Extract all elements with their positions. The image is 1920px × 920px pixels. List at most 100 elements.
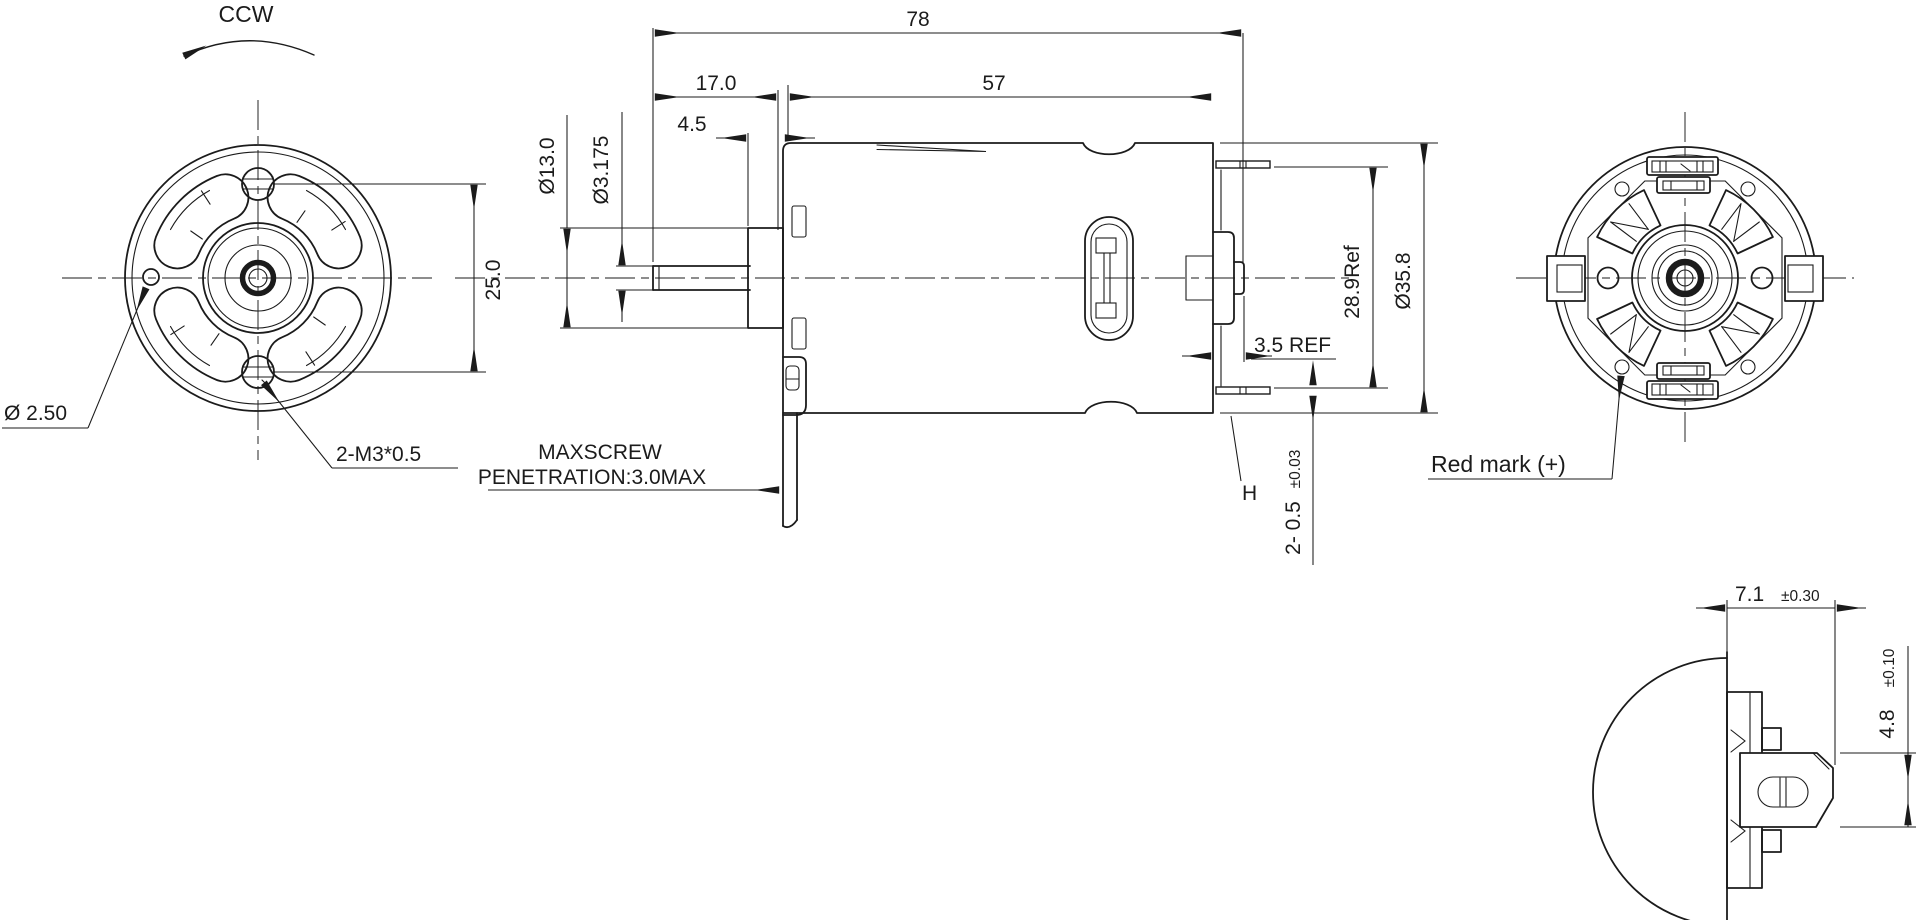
side-hole [1750, 266, 1774, 290]
dimension-terminal-height: ±0.10 4.8 [1840, 646, 1916, 828]
rear-view: Red mark (+) [1428, 112, 1854, 480]
brush-arm-line [1610, 314, 1637, 335]
vent-inner-line [1090, 223, 1128, 334]
shaft-dia-value: Ø3.175 [590, 136, 613, 205]
motor-case-outer-circle [124, 144, 392, 412]
brush-arm-line [1733, 221, 1760, 242]
dimension-terminal-length: 7.1 ±0.30 [1696, 583, 1866, 765]
overall-length-value: 78 [906, 8, 929, 31]
boss-dia-value: Ø13.0 [536, 137, 559, 194]
rear-bearing-hub [1212, 231, 1235, 325]
ccw-label: CCW [219, 1, 274, 27]
ccw-arrow-icon [182, 40, 315, 60]
rear-endcap [1185, 160, 1271, 395]
brush-arm-line [1610, 221, 1637, 242]
leader-line [87, 286, 150, 429]
leader-red-mark: Red mark (+) [1428, 375, 1625, 480]
tick-line [1680, 384, 1691, 393]
dimension-boss-length: 4.5 [677, 113, 815, 226]
vent-slot-detail [190, 230, 203, 240]
bearing-boss-step-circle [1637, 230, 1733, 326]
brush-arm-line [1610, 221, 1649, 230]
dimension-shaft-dia: Ø3.175 [590, 112, 653, 322]
side-hole [1596, 266, 1620, 290]
leader-mounting-screws: 2-M3*0.5 [260, 380, 458, 469]
card-hole [1740, 181, 1756, 197]
case-seam-line [876, 144, 987, 153]
front-vent-slots [153, 173, 363, 383]
vent-slot-detail [331, 220, 346, 231]
bearing-ring [1665, 258, 1705, 298]
vent-slot [153, 173, 250, 270]
note-line-1: MAXSCREW [538, 441, 662, 464]
case-vent-window [1084, 216, 1134, 341]
red-mark-label: Red mark (+) [1431, 451, 1566, 477]
note-line-2: PENETRATION:3.0MAX [478, 466, 706, 489]
vent-slot-detail [200, 190, 211, 205]
rear-hub-nub [1233, 261, 1245, 295]
tick-line [1680, 163, 1691, 172]
mounting-screws-label: 2-M3*0.5 [336, 443, 421, 466]
bearing-recess-circle [1651, 244, 1719, 312]
terminal-thickness-value: 2- 0.5 [1282, 501, 1305, 555]
screw-hole-profile [785, 365, 800, 391]
red-mark-hole [1614, 359, 1630, 375]
shaft-extension-value: 17.0 [696, 72, 737, 95]
dimension-boss-dia: Ø13.0 [536, 115, 748, 329]
screw-penetration-note: MAXSCREW PENETRATION:3.0MAX [478, 441, 780, 494]
brush-holder-detail [1095, 237, 1117, 254]
dimension-overall-length: 78 [652, 8, 1244, 262]
pilot-hole [142, 268, 160, 286]
vent-slot-detail [210, 333, 220, 346]
rear-vent-window [1708, 301, 1774, 367]
dimension-brush-card-dia: 28.9Ref [1274, 166, 1388, 389]
leader-line [1611, 375, 1625, 480]
bearing-boss-circle [202, 222, 314, 334]
terminal-detail-view: 7.1 ±0.30 ±0.10 4.8 [1592, 583, 1916, 920]
latch-tab [1730, 819, 1746, 843]
leader-line [1230, 415, 1242, 482]
dimension-shaft-extension: 17.0 [654, 72, 779, 230]
body-dia-value: Ø35.8 [1392, 252, 1415, 309]
card-hole [1740, 359, 1756, 375]
brush-arm-line [1628, 326, 1649, 353]
vent-slot-detail [170, 325, 185, 336]
brush-arm-line [1733, 314, 1760, 335]
motor-case-outline [782, 142, 1214, 414]
vent-slot [266, 173, 363, 270]
shaft [652, 265, 751, 291]
brush-arm-line [1721, 203, 1742, 230]
brush-arm-line [1628, 203, 1649, 230]
blade-chamfer-line [1812, 752, 1830, 770]
brush-holder-detail [1095, 302, 1117, 319]
vent-slot-inner-arc [305, 325, 347, 367]
rear-vent-windows [1596, 189, 1774, 367]
body-length-value: 57 [982, 72, 1005, 95]
vent-slot-detail [305, 351, 316, 366]
vent-slot-inner-arc [305, 189, 347, 231]
rear-boss-ref-value: 3.5 REF [1254, 334, 1331, 357]
leader-height-label: H [1230, 415, 1257, 505]
boss-length-value: 4.5 [677, 113, 706, 136]
dimension-terminal-thickness: ±0.03 2- 0.5 [1282, 360, 1317, 565]
screw-boss-profile [782, 356, 807, 416]
rim-step [1761, 727, 1782, 751]
bearing-boss-circle [1631, 224, 1739, 332]
terminal-blade [1651, 160, 1714, 173]
rim-step [1761, 829, 1782, 853]
vent-slot-detail [296, 210, 306, 223]
right-mounting-tab [1784, 255, 1824, 302]
vent-slot [153, 286, 250, 383]
front-bearing-boss [747, 227, 784, 329]
brush-card-dia-value: 28.9Ref [1341, 245, 1364, 319]
terminal-holder [1656, 176, 1711, 194]
terminal-holder-slot [1662, 180, 1705, 191]
height-label: H [1242, 482, 1257, 505]
rear-vent-window [1708, 189, 1774, 255]
terminal-holder-slot [1662, 365, 1705, 376]
tab-slot [1787, 264, 1814, 293]
shaft-end-circle [1676, 269, 1694, 287]
terminal-hole [1757, 776, 1809, 808]
dimension-body-dia: Ø35.8 [1220, 142, 1438, 414]
